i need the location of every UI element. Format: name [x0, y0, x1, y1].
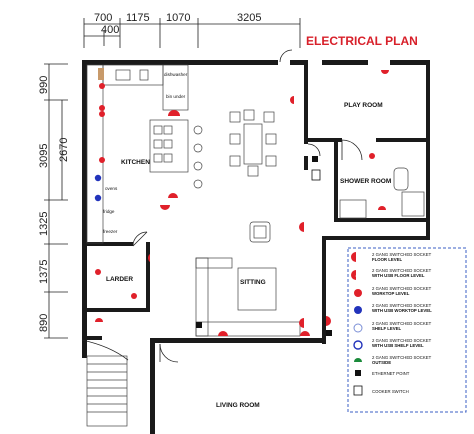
room-label-shower-room: SHOWER ROOM — [340, 178, 391, 185]
kitchen-furniture — [86, 64, 203, 244]
legend-3-line1: 2 GANG SWITCHED SOCKET — [372, 286, 432, 291]
label-ovens: ovens — [105, 186, 118, 191]
legend-5-line2: SHELF LEVEL — [372, 326, 402, 331]
socket-usb-floor-icon — [351, 270, 356, 280]
legend-1-line2: FLOOR LEVEL — [372, 257, 402, 262]
dim-left-3: 3095 — [38, 144, 50, 168]
dim-top-sub: 400 — [101, 24, 119, 36]
legend-7-line2: OUTSIDE — [372, 360, 391, 365]
socket-usb-shelf-icon — [353, 340, 363, 350]
legend-7-line1: 2 GANG SWITCHED SOCKET — [372, 355, 432, 360]
plan-title: ELECTRICAL PLAN — [306, 34, 418, 48]
socket-floor-icon — [351, 252, 356, 262]
label-fridge: fridge — [103, 209, 115, 214]
dim-top-1: 700 — [94, 12, 112, 24]
sofa — [195, 257, 301, 337]
legend-2-line2: WITH USB FLOOR LEVEL — [372, 273, 425, 278]
dim-top-2: 1175 — [126, 12, 150, 24]
legend-8-line1: ETHERNET POINT — [372, 371, 410, 376]
dim-left-4: 1325 — [38, 212, 50, 236]
socket-worktop-icon — [354, 289, 362, 297]
legend-2-line1: 2 GANG SWITCHED SOCKET — [372, 268, 432, 273]
cooker-switch-icon — [353, 385, 363, 396]
room-label-kitchen: KITCHEN — [121, 159, 150, 166]
staircase — [81, 339, 129, 427]
plan-sockets — [94, 70, 389, 336]
dim-left-6: 890 — [38, 314, 50, 332]
doors — [132, 49, 363, 363]
label-dishwasher: dishwasher — [164, 72, 188, 77]
room-label-play-room: PLAY ROOM — [344, 102, 383, 109]
dim-left-1: 990 — [38, 76, 50, 94]
dim-left-2: 2670 — [58, 138, 70, 162]
legend-3-line2: WORKTOP LEVEL — [372, 291, 410, 296]
label-freezer: freezer — [103, 229, 118, 234]
legend-4-line2: WITH USB WORKTOP LEVEL — [372, 308, 432, 313]
dim-top-4: 3205 — [237, 12, 261, 24]
socket-outside-icon — [354, 358, 362, 362]
left-dimensions: 990 2670 3095 1325 1375 890 — [38, 63, 70, 339]
legend-1-line1: 2 GANG SWITCHED SOCKET — [372, 252, 432, 257]
socket-shelf-icon — [353, 323, 363, 333]
legend-6-line1: 2 GANG SWITCHED SOCKET — [372, 338, 432, 343]
label-bin-under: bin under — [166, 94, 186, 99]
legend: 2 GANG SWITCHED SOCKET FLOOR LEVEL 2 GAN… — [347, 247, 467, 413]
legend-6-line2: WITH USB SHELF LEVEL — [372, 343, 424, 348]
walls — [82, 60, 430, 434]
armchair — [249, 221, 271, 243]
socket-usb-worktop-icon — [354, 306, 362, 314]
ethernet-point-icon — [355, 370, 361, 376]
room-label-living-room: LIVING ROOM — [216, 402, 260, 409]
bathroom-fixtures — [339, 167, 425, 219]
room-label-sitting: SITTING — [240, 279, 266, 286]
dim-top-3: 1070 — [166, 12, 190, 24]
legend-4-line1: 2 GANG SWITCHED SOCKET — [372, 303, 432, 308]
legend-9-line1: COOKER SWITCH — [372, 389, 409, 394]
dining-table — [229, 109, 277, 177]
room-label-larder: LARDER — [106, 276, 133, 283]
top-dimensions: 700 1175 1070 3205 400 — [83, 12, 301, 48]
legend-5-line1: 2 GANG SWITCHED SOCKET — [372, 321, 432, 326]
dim-left-5: 1375 — [38, 260, 50, 284]
